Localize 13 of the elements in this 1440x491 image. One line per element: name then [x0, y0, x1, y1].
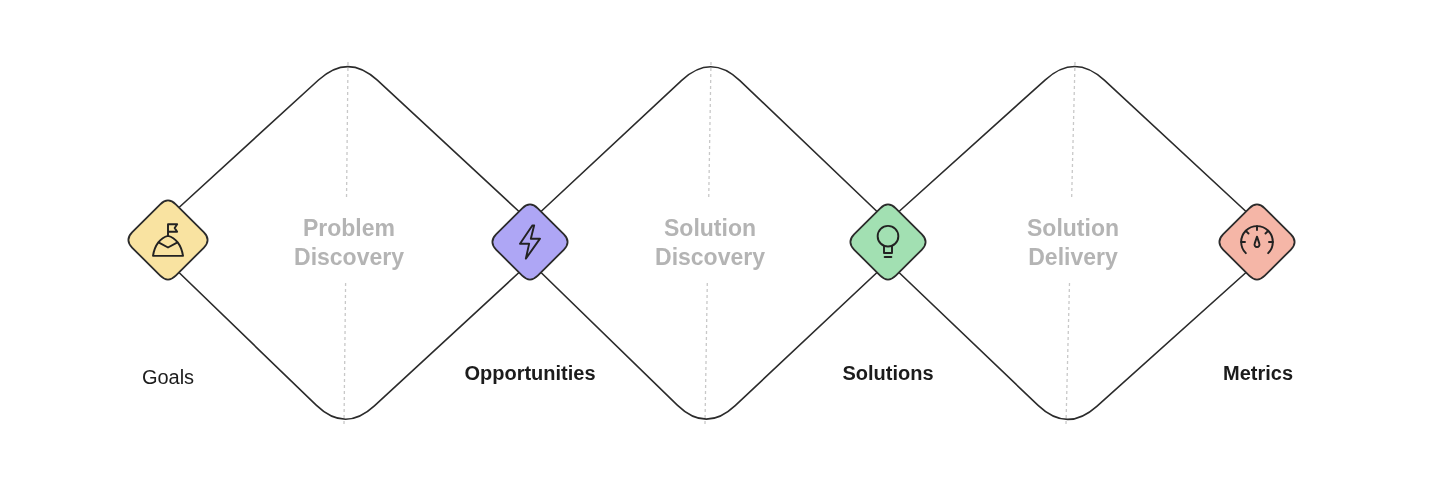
connector-line — [898, 65, 1247, 213]
connector-line — [178, 65, 520, 213]
phase-label: Solution Discovery — [654, 214, 766, 272]
connector-line — [898, 271, 1247, 421]
connector-line — [540, 65, 878, 213]
milestone-label: Goals — [141, 365, 195, 389]
milestone-label: Solutions — [842, 361, 934, 385]
milestone-label: Opportunities — [464, 361, 596, 385]
phase-label: Problem Discovery — [293, 214, 405, 272]
milestone-label: Metrics — [1223, 361, 1293, 385]
connector-line — [178, 271, 520, 421]
connector-line — [540, 271, 878, 420]
phase-label: Solution Delivery — [1026, 214, 1120, 272]
